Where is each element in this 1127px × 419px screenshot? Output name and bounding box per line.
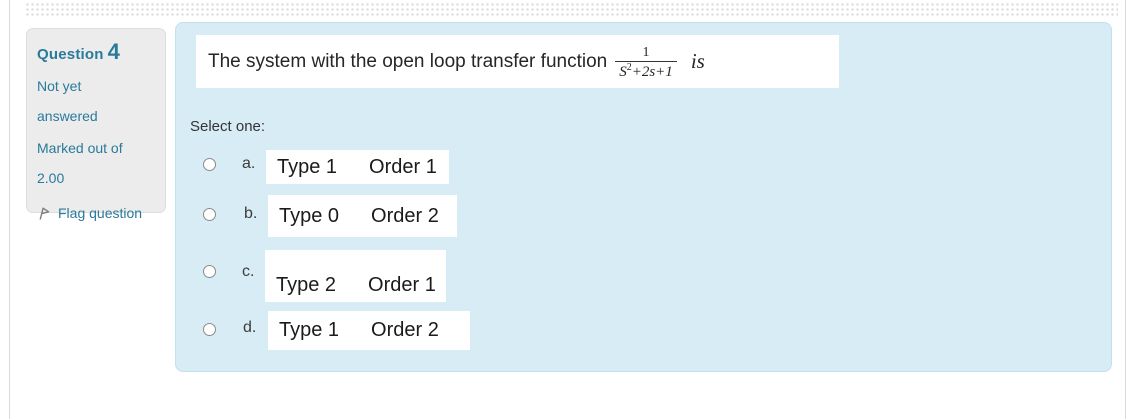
question-text: The system with the open loop transfer f…: [208, 50, 608, 72]
option-a-type: Type 1: [277, 155, 338, 178]
radio-option-c[interactable]: [203, 265, 216, 278]
question-status: Not yet answered: [37, 78, 98, 124]
option-c-order: Order 1: [368, 274, 436, 296]
option-letter-d: d.: [243, 319, 257, 336]
dotted-divider: [25, 2, 1118, 16]
question-text-box: The system with the open loop transfer f…: [196, 35, 839, 88]
question-label: Question: [37, 46, 104, 63]
radio-option-d[interactable]: [203, 323, 216, 336]
radio-option-a[interactable]: [203, 158, 216, 171]
radio-option-b[interactable]: [203, 208, 216, 221]
option-letter-b: b.: [244, 205, 258, 222]
question-number: 4: [107, 39, 120, 64]
question-text-after: is: [690, 49, 705, 73]
flag-question-label: Flag question: [58, 205, 143, 221]
page-left-border: [9, 0, 10, 419]
option-letter-a: a.: [242, 155, 256, 172]
option-d-order: Order 2: [371, 319, 439, 341]
option-b-type: Type 0: [279, 204, 340, 227]
option-d-type: Type 1: [279, 319, 340, 341]
fraction-numerator: 1: [642, 44, 650, 60]
option-answer-b[interactable]: Type 0 Order 2: [268, 195, 457, 237]
flag-icon: [37, 205, 52, 221]
option-c-type: Type 2: [276, 274, 337, 296]
flag-question-link[interactable]: Flag question: [37, 205, 155, 221]
option-letter-c: c.: [242, 263, 255, 280]
option-b-order: Order 2: [371, 204, 439, 227]
question-marks: Marked out of 2.00: [37, 140, 123, 186]
option-answer-c[interactable]: Type 2 Order 1: [265, 250, 446, 302]
select-one-label: Select one:: [190, 118, 266, 135]
option-answer-a[interactable]: Type 1 Order 1: [266, 150, 449, 184]
option-answer-d[interactable]: Type 1 Order 2: [268, 311, 470, 350]
fraction-denominator: S2+2s+1: [615, 61, 677, 81]
option-a-order: Order 1: [369, 155, 437, 178]
page-right-border: [1125, 0, 1126, 419]
transfer-function-fraction: 1 S2+2s+1: [615, 44, 677, 81]
